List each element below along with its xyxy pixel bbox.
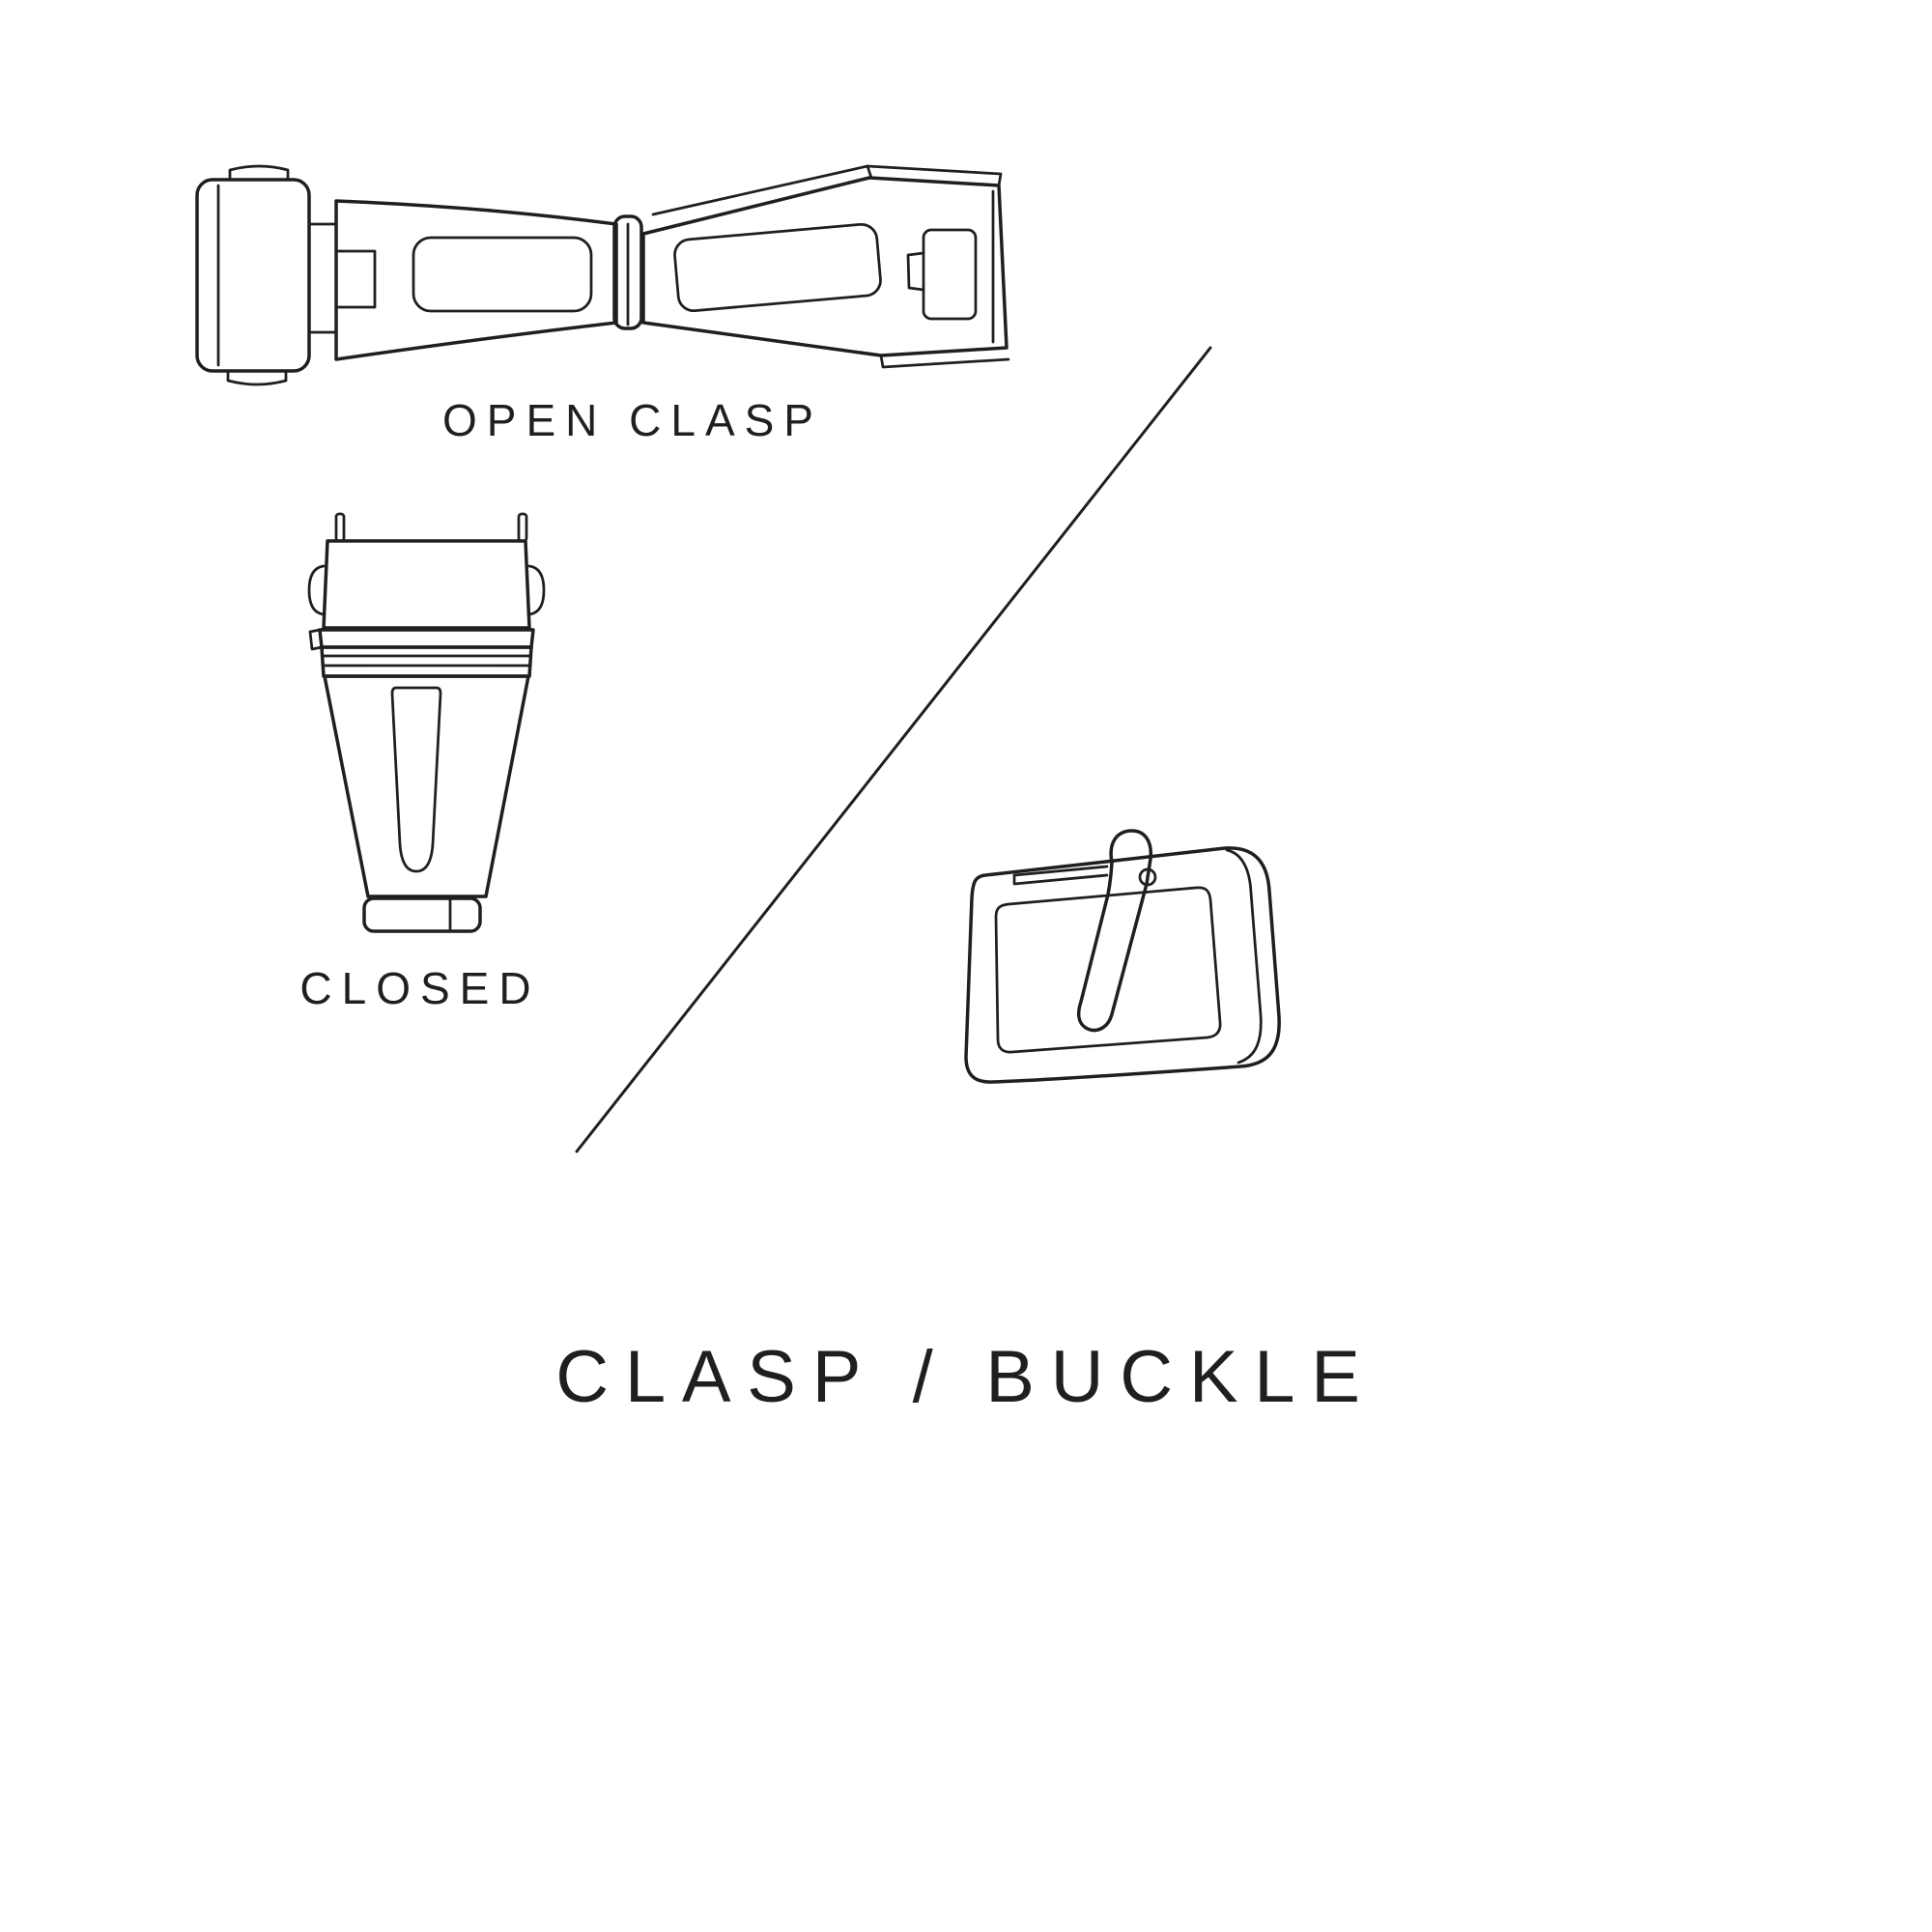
tang-buckle-illustration bbox=[964, 829, 1281, 1084]
page-title: CLASP / BUCKLE bbox=[555, 1336, 1377, 1418]
divider-line bbox=[575, 346, 1212, 1153]
open-clasp-label: OPEN CLASP bbox=[442, 395, 823, 445]
open-clasp-illustration bbox=[195, 164, 1010, 386]
closed-clasp-label: CLOSED bbox=[299, 963, 541, 1013]
closed-clasp-illustration bbox=[307, 512, 546, 933]
